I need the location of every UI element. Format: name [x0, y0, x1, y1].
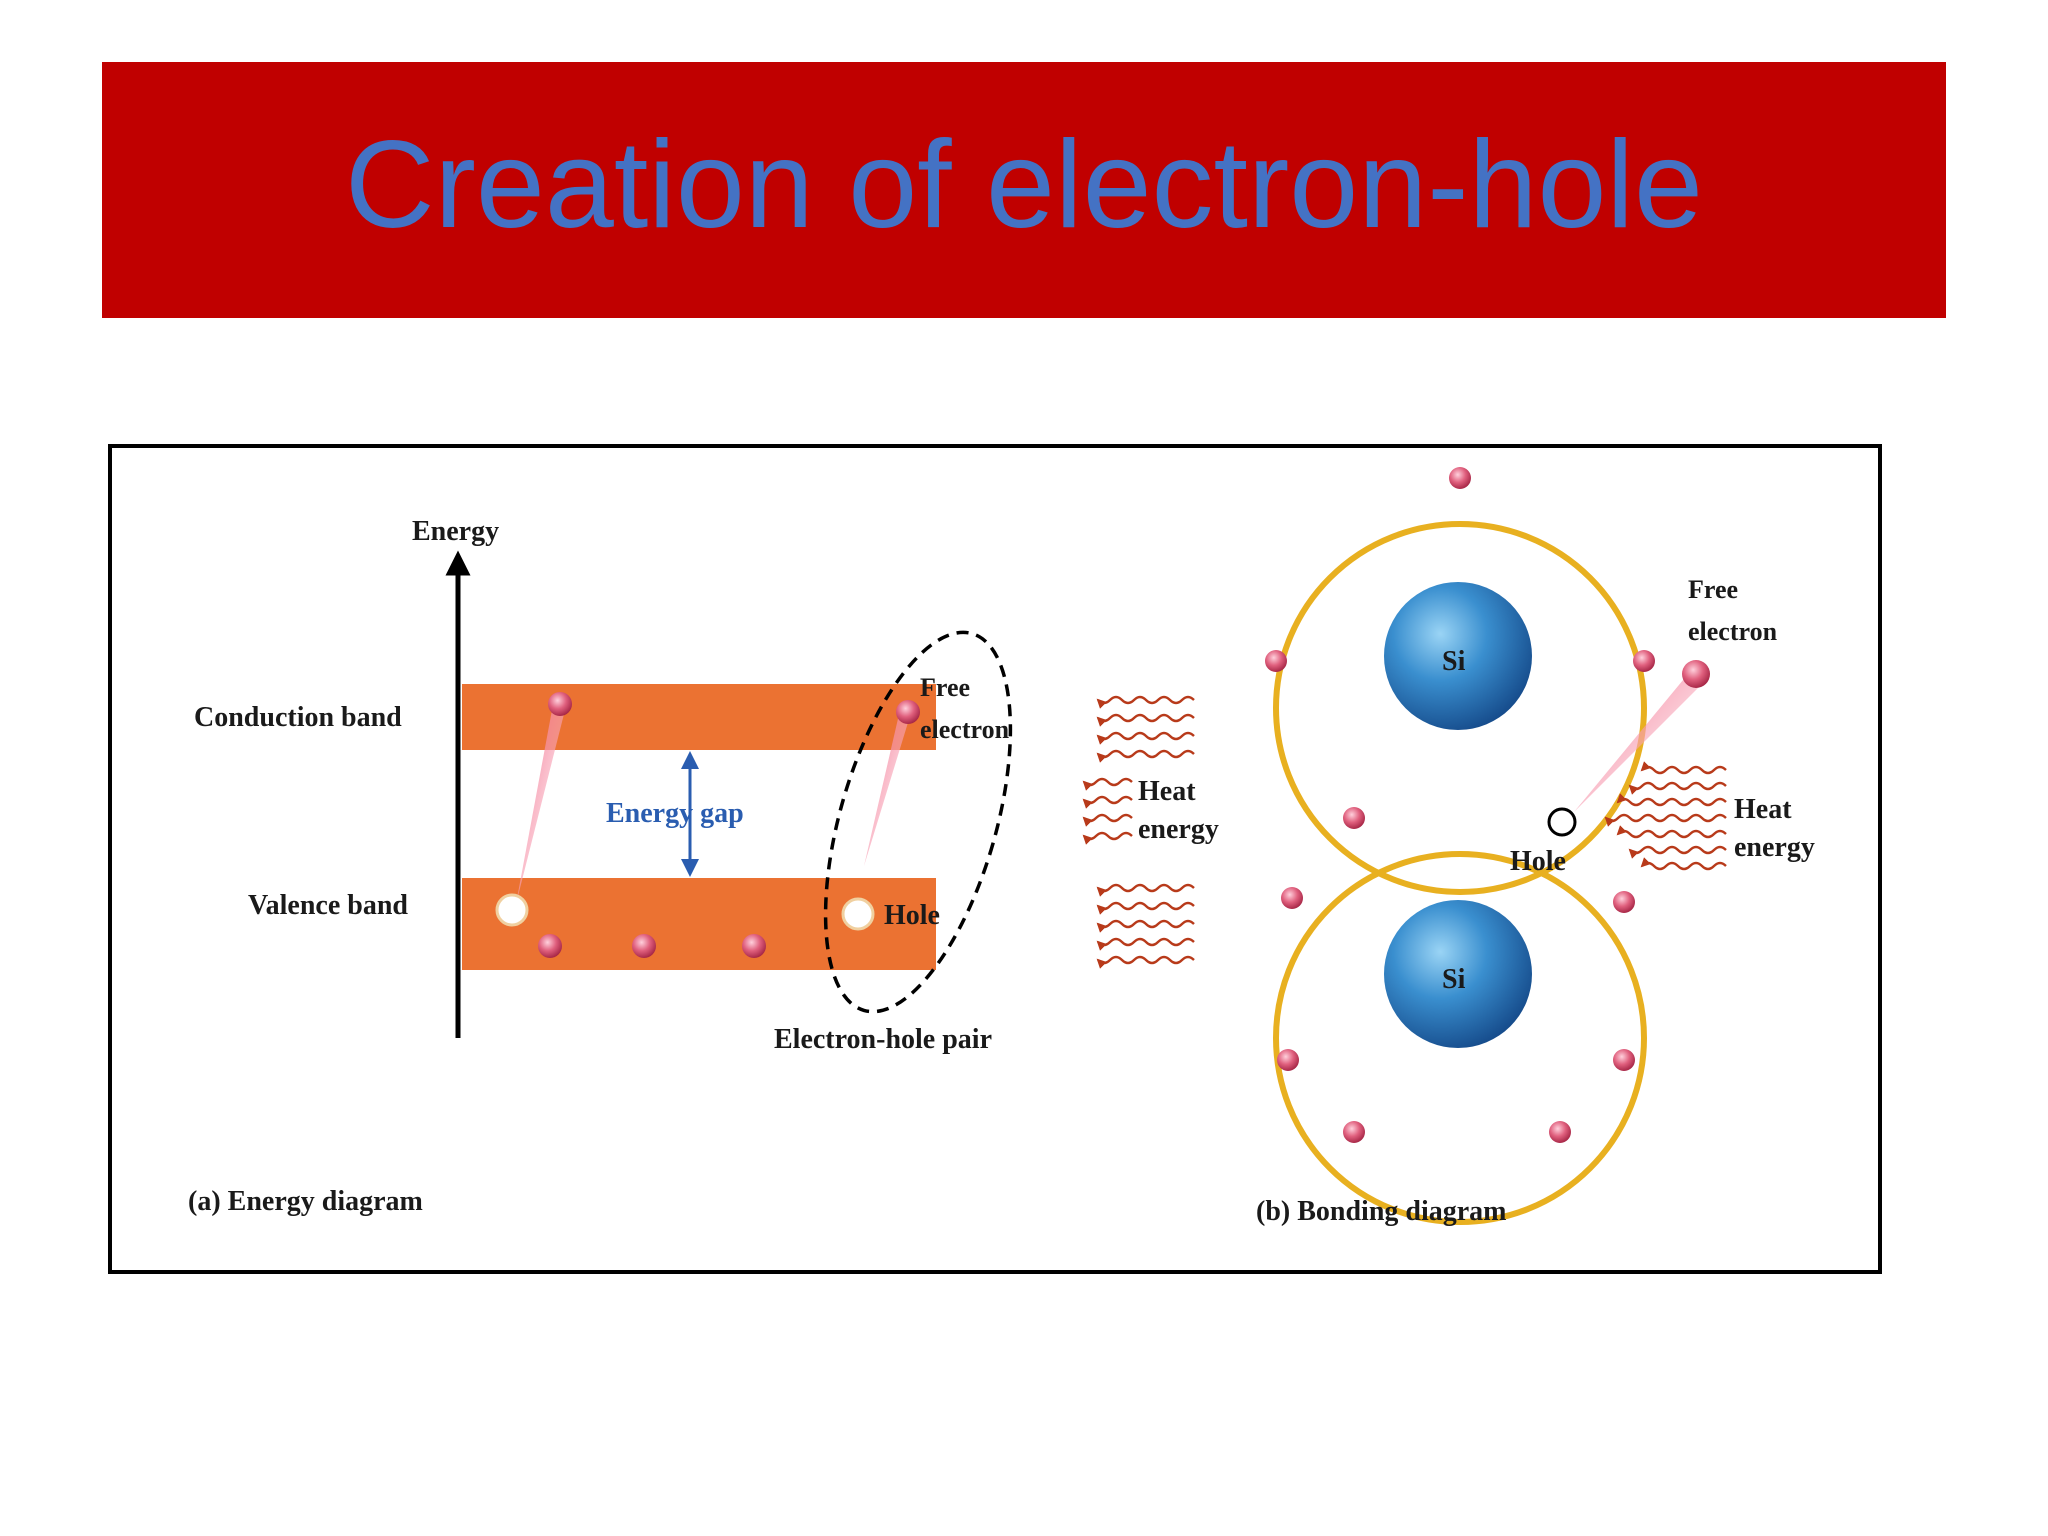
electron: [1449, 467, 1471, 489]
free-electron-label-2: electron: [920, 715, 1010, 744]
si-atom-bottom-label: Si: [1442, 964, 1466, 995]
figure-panel: Energy Conduction band Valence band Ener…: [108, 444, 1882, 1274]
conduction-band-label: Conduction band: [194, 702, 402, 733]
hole: [1549, 809, 1575, 835]
free-electron: [1682, 660, 1710, 688]
title-bar: Creation of electron-hole: [102, 62, 1946, 318]
electron: [1549, 1121, 1571, 1143]
free-electron: [896, 700, 920, 724]
electron: [1343, 807, 1365, 829]
energy-axis-label: Energy: [412, 516, 499, 547]
electron: [1281, 887, 1303, 909]
electron: [538, 934, 562, 958]
electron: [742, 934, 766, 958]
bonding-diagram-caption: (b) Bonding diagram: [1256, 1196, 1507, 1227]
free-electron-label: Free: [920, 673, 970, 702]
heat-energy-label-2: energy: [1734, 832, 1815, 863]
escape-trail: [1574, 674, 1700, 812]
electron: [1633, 650, 1655, 672]
hole-label: Hole: [884, 900, 940, 931]
electron: [1613, 1049, 1635, 1071]
hole-label: Hole: [1510, 846, 1566, 877]
electron: [548, 692, 572, 716]
electron: [1613, 891, 1635, 913]
slide-title: Creation of electron-hole: [345, 114, 1703, 256]
electron: [1343, 1121, 1365, 1143]
electron: [632, 934, 656, 958]
heat-arrows-bonding: [1606, 767, 1726, 869]
electron: [1277, 1049, 1299, 1071]
energy-gap-label: Energy gap: [606, 798, 744, 829]
heat-energy-label: Heat: [1734, 794, 1792, 825]
bonding-diagram: Si Si Hole Free electron: [1256, 467, 1815, 1227]
hole: [843, 899, 873, 929]
si-atom-top-label: Si: [1442, 646, 1466, 677]
energy-diagram-caption: (a) Energy diagram: [188, 1186, 423, 1217]
electron-hole-pair-label: Electron-hole pair: [774, 1024, 992, 1055]
free-electron-label-2: electron: [1688, 617, 1778, 646]
hole: [497, 895, 527, 925]
figure-svg: Energy Conduction band Valence band Ener…: [112, 448, 1878, 1270]
free-electron-label: Free: [1688, 575, 1738, 604]
energy-diagram: Energy Conduction band Valence band Ener…: [188, 516, 1219, 1217]
valence-band-label: Valence band: [248, 890, 408, 921]
heat-energy-label-2: energy: [1138, 814, 1219, 845]
heat-energy-label: Heat: [1138, 776, 1196, 807]
electron: [1265, 650, 1287, 672]
